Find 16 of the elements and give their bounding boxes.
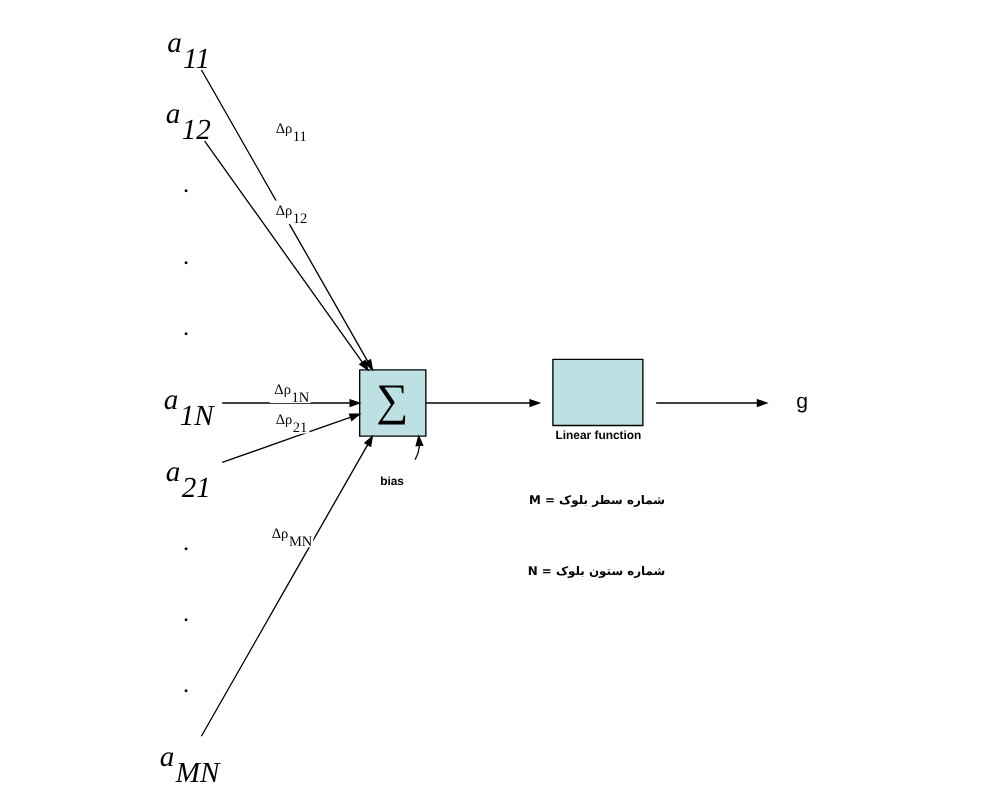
arrow (200, 434, 374, 737)
arrow (200, 69, 374, 372)
arrow (655, 398, 769, 408)
arrow (414, 434, 424, 461)
label: . (183, 535, 189, 556)
node-box: ∑ (359, 369, 427, 437)
arrow (221, 398, 362, 408)
node-text: g (796, 390, 809, 415)
label: . (183, 321, 189, 342)
label: . (183, 178, 189, 199)
arrow (221, 413, 362, 463)
label: . (183, 678, 189, 699)
arrow (204, 140, 369, 372)
label: . (183, 249, 189, 270)
label: . (183, 606, 189, 627)
arrow (425, 398, 542, 408)
